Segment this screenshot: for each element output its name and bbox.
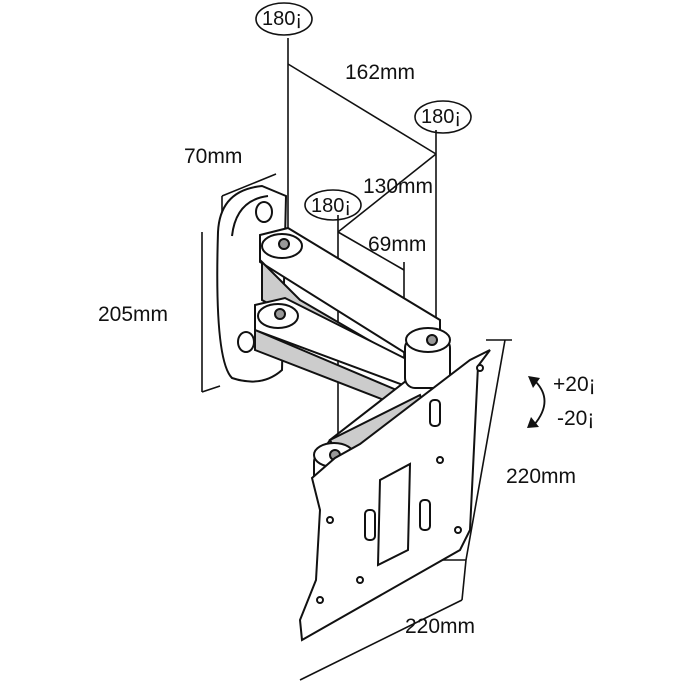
tilt-arrow	[533, 379, 546, 426]
dimension-arm-total: 162mm	[345, 61, 416, 84]
tilt-up-label: +20¡	[553, 373, 596, 396]
dimension-vesa-width: 220mm	[405, 615, 476, 638]
dimension-arm-long: 130mm	[363, 175, 434, 198]
rotation-ellipses	[255, 2, 472, 221]
dimension-wall-plate-height: 205mm	[98, 303, 169, 326]
dimension-vesa-height: 220mm	[506, 465, 577, 488]
rotation-label-top: 180¡	[262, 8, 303, 30]
rotation-label-right: 180¡	[421, 106, 462, 128]
tilt-down-label: -20¡	[557, 407, 595, 430]
dimension-wall-plate-depth: 70mm	[184, 145, 243, 168]
rotation-label-middle: 180¡	[311, 195, 352, 217]
vesa-plate	[298, 349, 491, 642]
dimension-arm-short: 69mm	[368, 233, 427, 256]
